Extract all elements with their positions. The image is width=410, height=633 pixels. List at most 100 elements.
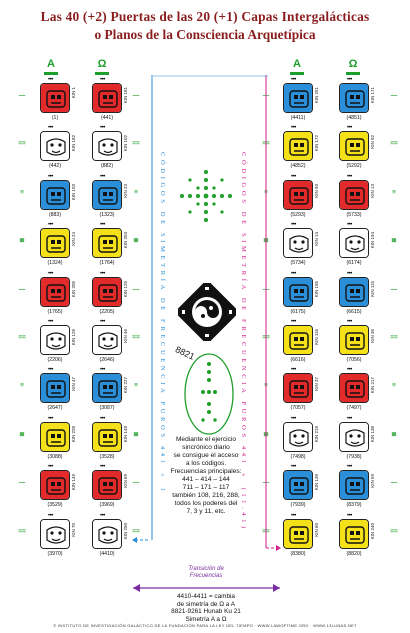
tone-dots: ••• bbox=[347, 367, 352, 374]
seal-glyph-alpha bbox=[283, 179, 313, 210]
footer-credit: © INSTITUTO DE INVESTIGACIÓN GALÁCTICO D… bbox=[53, 623, 357, 628]
alpha-header-left: A bbox=[47, 58, 55, 70]
seal-glyph-omega bbox=[92, 228, 122, 259]
seal-glyph-alpha bbox=[283, 518, 313, 549]
seal-glyph-alpha bbox=[283, 276, 313, 307]
tone-dots: ••• bbox=[100, 77, 105, 83]
frequency-number: (4851) bbox=[346, 115, 362, 121]
tone-bar-marker: ≣ bbox=[133, 430, 139, 438]
frequency-number: (1) bbox=[51, 115, 59, 121]
seal-glyph-alpha bbox=[40, 373, 70, 404]
frequency-number: (3088) bbox=[47, 453, 63, 460]
center-note-line: 441 – 414 – 144 bbox=[182, 476, 230, 483]
tone-bar-marker: — bbox=[18, 479, 26, 487]
center-note-line: también 108, 216, 288, bbox=[172, 492, 240, 499]
seal-glyph-omega bbox=[339, 373, 369, 404]
seal-glyph-alpha bbox=[283, 228, 313, 259]
tone-dots: ••• bbox=[347, 464, 352, 471]
frequency-number: (5293) bbox=[290, 211, 306, 218]
frequency-number: (3970) bbox=[47, 550, 63, 557]
tone-dots: ••• bbox=[347, 270, 352, 277]
tone-dots: ••• bbox=[48, 319, 53, 325]
frequency-number: (6174) bbox=[346, 260, 362, 267]
seal-glyph-alpha bbox=[40, 470, 70, 501]
seal-glyph-omega bbox=[92, 179, 122, 210]
tone-dots: ••• bbox=[48, 367, 53, 374]
tone-dots: ••• bbox=[100, 367, 105, 374]
omega-header-right: Ω bbox=[348, 58, 358, 70]
tone-dots: ••• bbox=[291, 77, 296, 83]
tone-dots: ••• bbox=[100, 222, 105, 229]
frequency-number: (3529) bbox=[47, 502, 63, 509]
seal-glyph-alpha bbox=[40, 518, 70, 549]
seal-glyph-omega bbox=[92, 421, 122, 452]
tone-dots: ••• bbox=[100, 512, 105, 519]
tone-dots: ••• bbox=[48, 512, 53, 519]
tone-bar-marker: ≡ bbox=[20, 382, 24, 390]
tone-bar-marker: — bbox=[390, 92, 398, 99]
frequency-number: (8380) bbox=[290, 550, 306, 557]
tone-dots: ••• bbox=[100, 270, 105, 277]
frequency-number: (5734) bbox=[290, 260, 306, 267]
seal-glyph-omega bbox=[339, 421, 369, 452]
tone-bar-marker: == bbox=[390, 334, 398, 341]
alpha-bar-right bbox=[290, 72, 304, 75]
tone-dots: ••• bbox=[291, 415, 296, 422]
seal-glyph-alpha bbox=[283, 421, 313, 452]
tone-dots: ••• bbox=[291, 464, 296, 471]
center-note-line: Frecuencias principales: bbox=[170, 468, 242, 475]
frequency-number: (441) bbox=[100, 115, 114, 121]
tone-bar-marker: ≣ bbox=[19, 430, 25, 438]
frequency-number: (8820) bbox=[346, 550, 362, 557]
page-title-line2: o Planos de la Consciencia Arquetípica bbox=[94, 27, 316, 42]
seal-glyph-omega bbox=[92, 325, 122, 355]
seal-glyph-omega bbox=[339, 228, 369, 259]
frequency-number: (4852) bbox=[290, 163, 306, 170]
tone-bar-marker: ≡ bbox=[134, 382, 138, 390]
tone-bar-marker: ≣ bbox=[391, 237, 397, 245]
tone-bar-marker: — bbox=[18, 285, 26, 293]
center-note-line: se consigue el acceso bbox=[173, 452, 239, 459]
omega-bar-right bbox=[346, 72, 360, 75]
center-note-line: a los códigos. bbox=[185, 460, 227, 467]
tone-dots: ••• bbox=[347, 222, 352, 229]
frequency-number: (3528) bbox=[99, 453, 115, 460]
transition-heading-line1: Transición de bbox=[188, 566, 224, 572]
frequency-number: (1324) bbox=[47, 260, 63, 267]
tone-bar-marker: == bbox=[18, 334, 26, 341]
tone-dots: ••• bbox=[291, 222, 296, 229]
tone-dots: ••• bbox=[100, 319, 105, 325]
seal-glyph-omega bbox=[339, 470, 369, 501]
tone-dots: ••• bbox=[48, 415, 53, 422]
hunab-ku-icon bbox=[178, 283, 236, 341]
frequency-number: (2647) bbox=[47, 405, 63, 412]
seal-glyph-alpha bbox=[283, 131, 313, 162]
seal-glyph-omega bbox=[92, 83, 122, 113]
tone-bar-marker: == bbox=[132, 140, 140, 148]
frequency-number: (1764) bbox=[99, 260, 115, 267]
transition-body: 4410-4411 = cambia de simetría de Ω a A … bbox=[150, 593, 262, 623]
page-title-line1: Las 40 (+2) Puertas de las 20 (+1) Capas… bbox=[40, 9, 370, 24]
tone-bar-marker: == bbox=[18, 527, 26, 535]
transition-line2: de simetría de Ω a A bbox=[176, 600, 236, 608]
seal-glyph-omega bbox=[92, 470, 122, 501]
tone-bar-marker: ≣ bbox=[19, 237, 25, 245]
tone-dots: ••• bbox=[347, 125, 352, 132]
omega-header-left: Ω bbox=[97, 58, 107, 70]
center-note-line: 711 – 171 – 117 bbox=[182, 484, 230, 491]
frequency-number: (4410) bbox=[99, 550, 115, 557]
tone-bar-marker: == bbox=[132, 334, 140, 341]
tone-bar-marker: — bbox=[390, 479, 398, 487]
tone-bar-marker: — bbox=[132, 479, 140, 487]
frequency-number: (1765) bbox=[47, 308, 63, 315]
tone-bar-marker: — bbox=[18, 92, 26, 99]
alpha-header-right: A bbox=[293, 58, 301, 70]
frequency-number: (882) bbox=[100, 163, 114, 170]
tone-dots: ••• bbox=[291, 270, 296, 277]
transition-line1: 4410-4411 = cambia bbox=[177, 593, 235, 600]
transition-line3: 8821-9261 Hunab Ku 21 bbox=[171, 608, 241, 616]
tone-dots: ••• bbox=[347, 77, 352, 83]
tone-bar-marker: ≡ bbox=[134, 188, 138, 196]
frequency-number: (6616) bbox=[290, 357, 306, 363]
